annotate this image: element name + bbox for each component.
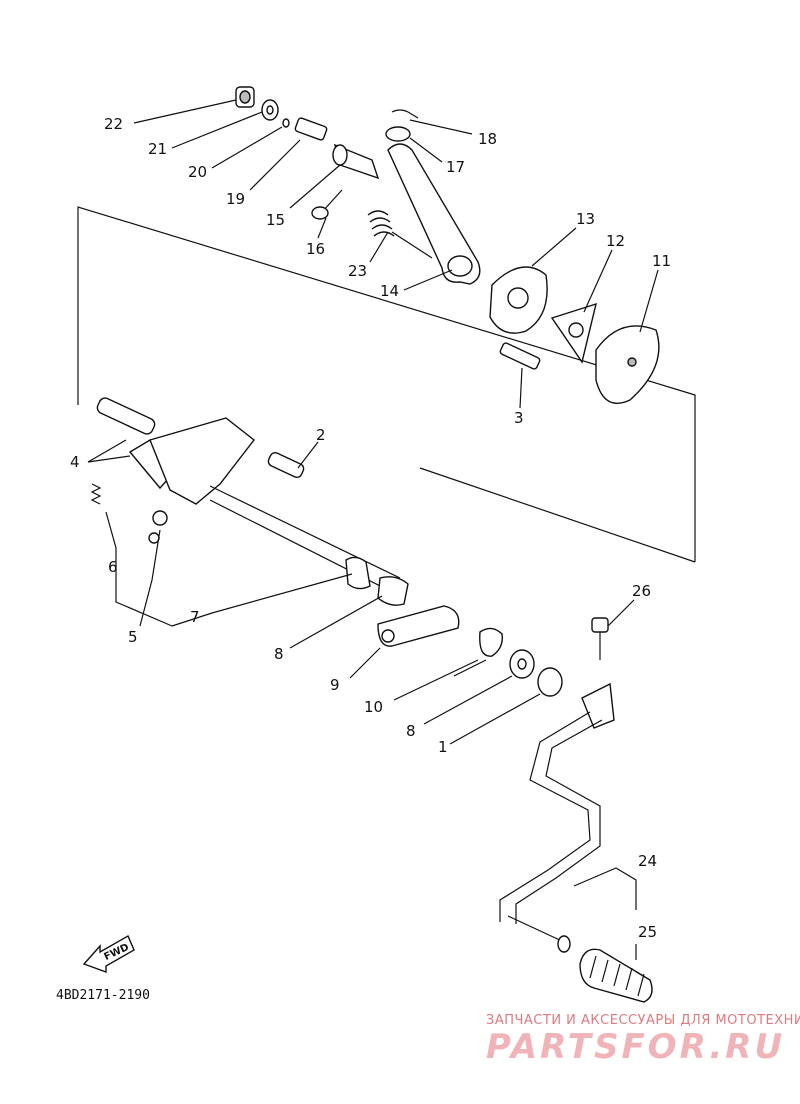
part-23-spring	[367, 210, 433, 259]
part-9-arm	[377, 605, 460, 647]
label-3: 3	[514, 409, 524, 427]
label-5: 5	[128, 628, 138, 646]
label-10: 10	[364, 698, 383, 716]
label-15: 15	[266, 211, 285, 229]
label-11: 11	[652, 252, 671, 270]
part-2-roller	[267, 451, 305, 479]
watermark: ЗАПЧАСТИ И АКСЕССУАРЫ ДЛЯ МОТОТЕХНИКИ PA…	[486, 1013, 800, 1067]
part-15-sleeve	[332, 143, 380, 180]
part-code: 4BD2171-2190	[56, 988, 150, 1003]
part-17-clip	[385, 126, 411, 142]
label-13: 13	[576, 210, 595, 228]
part-7-shaft	[209, 485, 409, 606]
part-26-bolt	[591, 617, 609, 660]
part-18-cotter-pin	[391, 109, 419, 119]
part-19-bolt	[294, 117, 328, 141]
label-1: 1	[438, 738, 448, 756]
part-22-nut	[235, 86, 255, 108]
part-14-lever	[387, 143, 481, 285]
part-6-spring	[90, 483, 102, 505]
part-13-plate	[489, 266, 548, 334]
assembly-boundary	[77, 206, 696, 563]
label-24: 24	[638, 852, 657, 870]
part-11-cover	[595, 325, 660, 404]
label-25: 25	[638, 923, 657, 941]
label-23: 23	[348, 262, 367, 280]
label-20: 20	[188, 163, 207, 181]
part-1-collar	[537, 667, 563, 697]
fwd-arrow-icon: FWD	[82, 935, 135, 973]
part-labels: 22 21 20 19 15 16 23 14 18 17 13 12 11 3…	[70, 115, 671, 941]
label-7: 7	[190, 608, 200, 626]
part-12-bracket	[550, 302, 597, 364]
part-10-spring	[453, 627, 503, 677]
label-4: 4	[70, 453, 80, 471]
label-19: 19	[226, 190, 245, 208]
part-24-shift-pedal	[499, 682, 615, 953]
label-22: 22	[104, 115, 123, 133]
part-16-pin	[311, 189, 343, 220]
part-20-ring	[282, 118, 290, 128]
label-18: 18	[478, 130, 497, 148]
part-21-washer	[261, 99, 279, 121]
label-16: 16	[306, 240, 325, 258]
label-6: 6	[108, 558, 118, 576]
watermark-brand: PARTSFOR.RU	[486, 1027, 785, 1067]
leader-lines	[87, 99, 659, 960]
label-17: 17	[446, 158, 465, 176]
label-14: 14	[380, 282, 399, 300]
label-21: 21	[148, 140, 167, 158]
label-8a: 8	[274, 645, 284, 663]
label-9: 9	[330, 676, 340, 694]
part-8-washer	[509, 649, 535, 679]
label-2: 2	[316, 426, 326, 444]
label-8b: 8	[406, 722, 416, 740]
part-4-shift-arm	[96, 397, 255, 544]
label-26: 26	[632, 582, 651, 600]
part-25-rubber	[579, 948, 653, 1003]
label-12: 12	[606, 232, 625, 250]
part-3-pin	[499, 342, 541, 370]
watermark-caption: ЗАПЧАСТИ И АКСЕССУАРЫ ДЛЯ МОТОТЕХНИКИ	[486, 1013, 800, 1028]
